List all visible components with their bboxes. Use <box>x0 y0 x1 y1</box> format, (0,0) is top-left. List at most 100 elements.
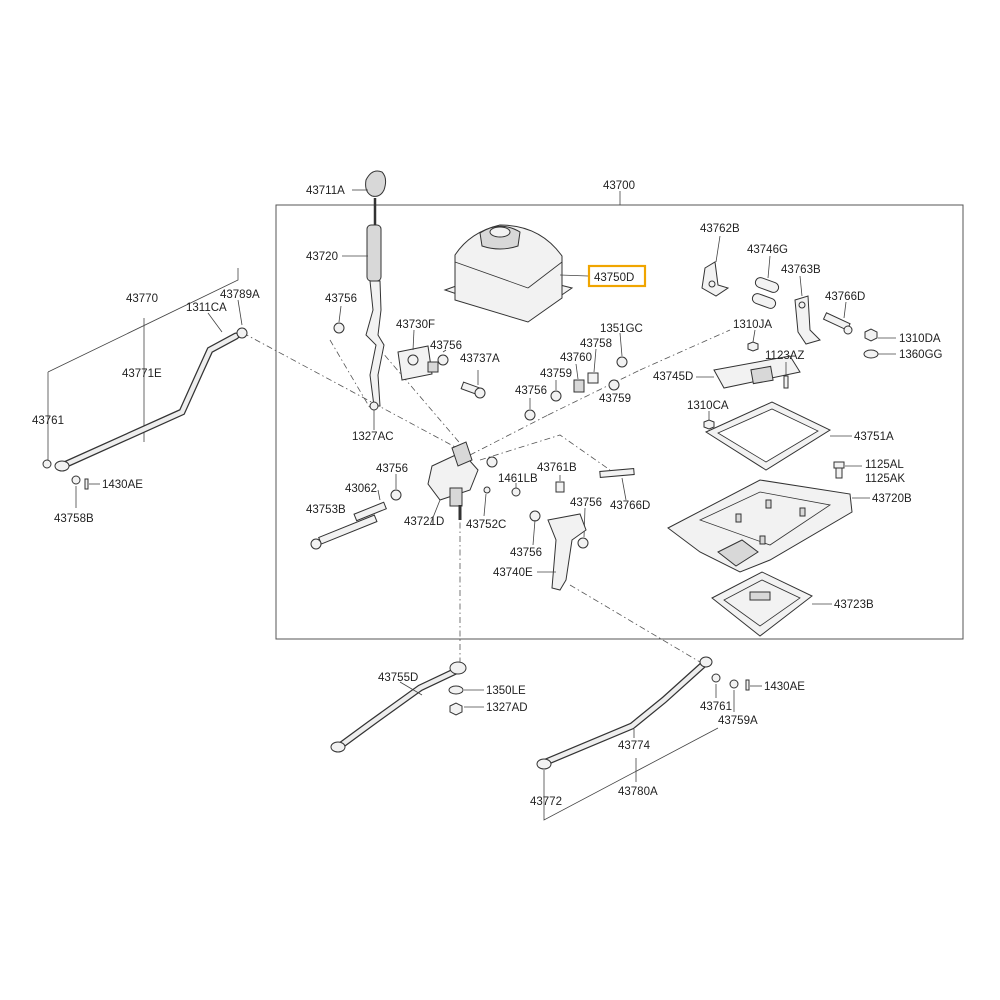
bushing-43761B <box>555 481 565 493</box>
label-43756-e: 43756 <box>570 497 602 509</box>
screw-1123AZ <box>783 375 789 389</box>
washer-43758B <box>71 475 81 485</box>
washer-43759-b <box>608 379 620 391</box>
bolt-43737A <box>460 381 486 399</box>
label-43771E: 43771E <box>122 368 162 380</box>
label-1461LB: 1461LB <box>498 473 538 485</box>
label-43762B: 43762B <box>700 223 740 235</box>
label-1430AE-a: 1430AE <box>102 479 143 491</box>
nut-43756-d <box>390 489 402 501</box>
washer-43759A <box>729 679 739 689</box>
label-43720: 43720 <box>306 251 338 263</box>
nut-43761-a <box>42 459 52 469</box>
shift-lever <box>365 198 385 411</box>
label-43711A: 43711A <box>306 185 345 197</box>
nut-43761-b <box>711 673 721 683</box>
shift-knob <box>365 170 387 197</box>
label-43759-b: 43759 <box>599 393 631 405</box>
washer-43759-a <box>550 390 562 402</box>
label-43755D: 43755D <box>378 672 418 684</box>
nut-1310JA <box>747 341 759 352</box>
label-43721D: 43721D <box>404 516 444 528</box>
housing-43721D <box>427 441 498 520</box>
label-1310JA: 1310JA <box>733 319 772 331</box>
nut-43756-a <box>333 322 345 334</box>
label-43759-a: 43759 <box>540 368 572 380</box>
label-43789A: 43789A <box>220 289 260 301</box>
label-1360GG: 1360GG <box>899 349 943 361</box>
bolt-1125AL <box>833 461 845 479</box>
label-43758B: 43758B <box>54 513 94 525</box>
label-1123AZ: 1123AZ <box>765 350 804 362</box>
label-1327AC: 1327AC <box>352 431 394 443</box>
label-43723B: 43723B <box>834 599 874 611</box>
pin-43062 <box>353 501 387 522</box>
label-1311CA: 1311CA <box>186 302 227 314</box>
label-43756-d: 43756 <box>376 463 408 475</box>
label-1351GC: 1351GC <box>600 323 643 335</box>
nut-43756-b <box>437 354 449 366</box>
base-plate-43720B <box>667 479 853 573</box>
label-43763B: 43763B <box>781 264 821 276</box>
label-1310CA: 1310CA <box>687 400 729 412</box>
rod-43774 <box>536 656 713 770</box>
label-1430AE-b: 1430AE <box>764 681 805 693</box>
label-43753B: 43753B <box>306 504 346 516</box>
shift-boot-43750D <box>443 224 574 323</box>
label-43720B: 43720B <box>872 493 912 505</box>
rod-43755D <box>330 661 467 753</box>
spring-43760 <box>573 379 585 393</box>
bracket-43730F <box>397 345 439 381</box>
label-43756-b: 43756 <box>430 340 462 352</box>
bracket-43763B <box>794 295 821 345</box>
label-43740E: 43740E <box>493 567 533 579</box>
label-43756-a: 43756 <box>325 293 357 305</box>
label-43756-f: 43756 <box>510 547 542 559</box>
washer-1351GC <box>616 356 628 368</box>
washer-43752C <box>483 486 491 494</box>
label-43766D-a: 43766D <box>825 291 865 303</box>
label-43751A: 43751A <box>854 431 894 443</box>
pins-43746G <box>751 277 780 309</box>
label-43770: 43770 <box>126 293 158 305</box>
clip-1461LB <box>511 487 521 497</box>
label-1125AL: 1125AL <box>865 459 904 471</box>
bushing-43758 <box>587 372 599 384</box>
label-43761B: 43761B <box>537 462 577 474</box>
label-43760: 43760 <box>560 352 592 364</box>
cover-43723B <box>711 571 813 637</box>
nut-1310CA <box>703 419 715 430</box>
bolt-43753B <box>310 514 378 550</box>
clip-1430AE-a <box>84 478 89 490</box>
label-43759A: 43759A <box>718 715 758 727</box>
label-1327AD: 1327AD <box>486 702 528 714</box>
bracket-43762B <box>701 261 730 297</box>
label-43752C: 43752C <box>466 519 506 531</box>
pin-43766D-b <box>599 467 635 479</box>
label-43737A: 43737A <box>460 353 500 365</box>
gasket-43751A <box>704 401 832 471</box>
nut-1310DA <box>864 328 878 342</box>
label-43766D-b: 43766D <box>610 500 650 512</box>
label-43746G: 43746G <box>747 244 788 256</box>
assembly-frame <box>275 204 964 640</box>
label-1310DA: 1310DA <box>899 333 941 345</box>
clip-1430AE-b <box>745 679 750 691</box>
label-43758: 43758 <box>580 338 612 350</box>
label-43756-c: 43756 <box>515 385 547 397</box>
washer-1360GG <box>863 349 879 359</box>
highlight-box-43750D <box>587 264 647 288</box>
dash-lines <box>242 329 731 666</box>
label-1350LE: 1350LE <box>486 685 526 697</box>
label-43750D: 43750D <box>594 272 634 284</box>
nut-43756-e <box>577 537 589 549</box>
nut-1327AD <box>449 702 463 716</box>
label-1125AK: 1125AK <box>865 473 905 485</box>
label-43700: 43700 <box>603 180 635 192</box>
rod-43771E <box>54 327 248 472</box>
label-43761-a: 43761 <box>32 415 64 427</box>
label-43062: 43062 <box>345 483 377 495</box>
label-43761-b: 43761 <box>700 701 732 713</box>
label-43745D: 43745D <box>653 371 693 383</box>
label-43772: 43772 <box>530 796 562 808</box>
